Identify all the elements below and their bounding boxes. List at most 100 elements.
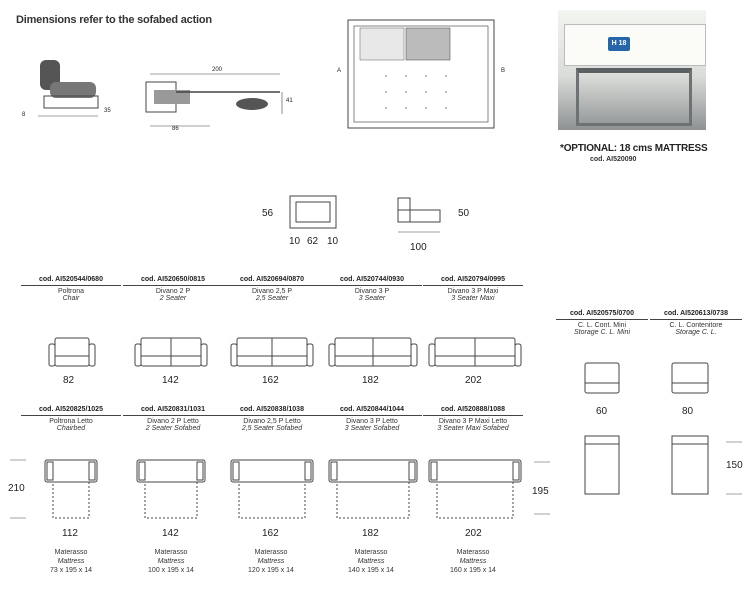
product-code: cod. AI520650/0815 — [123, 276, 223, 286]
storage-dim-150: 150 — [726, 460, 743, 471]
width-202b: 202 — [465, 528, 482, 539]
product-name: Divano 2 P Letto — [147, 418, 199, 425]
product-code: cod. AI520613/0738 — [650, 310, 742, 320]
storage-mini-plan-drawing — [584, 435, 620, 495]
product-code: cod. AI520825/1025 — [21, 406, 121, 416]
storage-width-60: 60 — [596, 406, 608, 417]
sofabed-2-seater-drawing — [136, 459, 206, 519]
product-code: cod. AI520838/1038 — [222, 406, 322, 416]
product-name-en: 2 Seater Sofabed — [145, 425, 201, 432]
product-name: Divano 2,5 P — [251, 288, 293, 295]
storage-mini-front-drawing — [584, 362, 620, 394]
side-height: 50 — [458, 208, 470, 219]
width-162: 162 — [262, 375, 279, 386]
product-name-en: Storage C. L. Mini — [573, 329, 631, 336]
product-name-en: 3 Seater Maxi — [451, 295, 495, 302]
product-code: cod. AI520844/1044 — [322, 406, 422, 416]
product-name-en: 3 Seater Sofabed — [344, 425, 400, 432]
optional-code: cod. AI520090 — [590, 156, 637, 163]
open-dim-200: 200 — [212, 67, 223, 73]
sofa-2-seater-drawing — [134, 337, 208, 367]
open-dim-86: 86 — [172, 126, 179, 132]
product-name: Divano 3 P Maxi Letto — [438, 418, 508, 425]
plan-dim-a: A — [337, 68, 342, 74]
chair-dim-8: 8 — [22, 112, 26, 118]
product-name: C. L. Contenitore — [669, 322, 723, 329]
product-name-en: 2,5 Seater Sofabed — [241, 425, 303, 432]
dim-195: 195 — [532, 486, 549, 497]
storage-front-drawing — [671, 362, 709, 394]
product-name: Divano 2,5 P Letto — [243, 418, 301, 425]
width-182b: 182 — [362, 528, 379, 539]
product-code: cod. AI520575/0700 — [556, 310, 648, 320]
product-name-en: 2 Seater — [159, 295, 187, 302]
front-seat: 62 — [307, 236, 319, 247]
storage-width-80: 80 — [682, 406, 694, 417]
product-code: cod. AI520544/0680 — [21, 276, 121, 286]
h18-badge: H 18 — [608, 37, 630, 51]
mattress-photo: H 18 — [558, 10, 706, 130]
optional-title: *OPTIONAL: 18 cms MATTRESS — [560, 143, 708, 154]
product-name-en: Storage C. L. — [675, 329, 717, 336]
sofabed-3-seater-maxi-drawing — [428, 459, 522, 519]
product-name-en: 3 Seater Maxi Sofabed — [437, 425, 509, 432]
front-height: 56 — [262, 208, 274, 219]
storage-dim-lines — [726, 441, 742, 495]
plan-view-drawing — [347, 19, 495, 129]
product-3-seater-sofabed: cod. AI520844/1044 Divano 3 P Letto 3 Se… — [322, 406, 422, 432]
product-name: Divano 3 P Maxi — [447, 288, 499, 295]
product-3-seater: cod. AI520744/0930 Divano 3 P 3 Seater — [322, 276, 422, 302]
side-depth: 100 — [410, 242, 427, 253]
sofa-3-seater-drawing — [328, 337, 418, 367]
chairbed-drawing — [44, 459, 98, 519]
sofa-2-5-seater-drawing — [230, 337, 314, 367]
storage-plan-drawing — [671, 435, 709, 495]
chair-side-drawing — [38, 60, 99, 117]
product-2-seater-sofabed: cod. AI520831/1031 Divano 2 P Letto 2 Se… — [123, 406, 223, 432]
product-2-5-seater: cod. AI520694/0870 Divano 2,5 P 2,5 Seat… — [222, 276, 322, 302]
plan-dim-b: B — [501, 68, 506, 74]
product-2-seater: cod. AI520650/0815 Divano 2 P 2 Seater — [123, 276, 223, 302]
sofa-3-seater-maxi-drawing — [428, 337, 522, 367]
width-142b: 142 — [162, 528, 179, 539]
product-code: cod. AI520794/0995 — [423, 276, 523, 286]
side-dims-drawing — [397, 197, 441, 233]
product-3-seater-maxi: cod. AI520794/0995 Divano 3 P Maxi 3 Sea… — [423, 276, 523, 302]
product-name-en: 3 Seater — [358, 295, 386, 302]
product-name-en: 2,5 Seater — [255, 295, 289, 302]
sofabed-2-5-seater-drawing — [230, 459, 314, 519]
storage-mini: cod. AI520575/0700 C. L. Cont. Mini Stor… — [556, 310, 648, 336]
product-code: cod. AI520888/1088 — [423, 406, 523, 416]
front-arm-2: 10 — [327, 236, 339, 247]
chair-dim-35: 35 — [104, 108, 111, 114]
front-dims-drawing — [289, 195, 337, 229]
width-82: 82 — [63, 375, 75, 386]
page-title: Dimensions refer to the sofabed action — [16, 14, 212, 26]
open-dim-41: 41 — [286, 98, 293, 104]
sofabed-3-seater-drawing — [328, 459, 418, 519]
product-code: cod. AI520831/1031 — [123, 406, 223, 416]
product-3-seater-maxi-sofabed: cod. AI520888/1088 Divano 3 P Maxi Letto… — [423, 406, 523, 432]
product-2-5-seater-sofabed: cod. AI520838/1038 Divano 2,5 P Letto 2,… — [222, 406, 322, 432]
product-name-en: Chairbed — [56, 425, 86, 432]
product-name: Divano 3 P — [354, 288, 390, 295]
product-name: Divano 3 P Letto — [346, 418, 398, 425]
product-name: C. L. Cont. Mini — [577, 322, 627, 329]
product-code: cod. AI520694/0870 — [222, 276, 322, 286]
product-chair: cod. AI520544/0680 Poltrona Chair — [21, 276, 121, 302]
dim-lines-left — [10, 459, 26, 519]
product-name: Divano 2 P — [155, 288, 191, 295]
width-182: 182 — [362, 375, 379, 386]
product-name: Poltrona — [57, 288, 85, 295]
storage-full: cod. AI520613/0738 C. L. Contenitore Sto… — [650, 310, 742, 336]
width-112: 112 — [62, 528, 78, 539]
width-162b: 162 — [262, 528, 279, 539]
product-chairbed: cod. AI520825/1025 Poltrona Letto Chairb… — [21, 406, 121, 432]
open-sofabed-drawing — [145, 73, 283, 127]
chair-drawing — [48, 337, 96, 367]
